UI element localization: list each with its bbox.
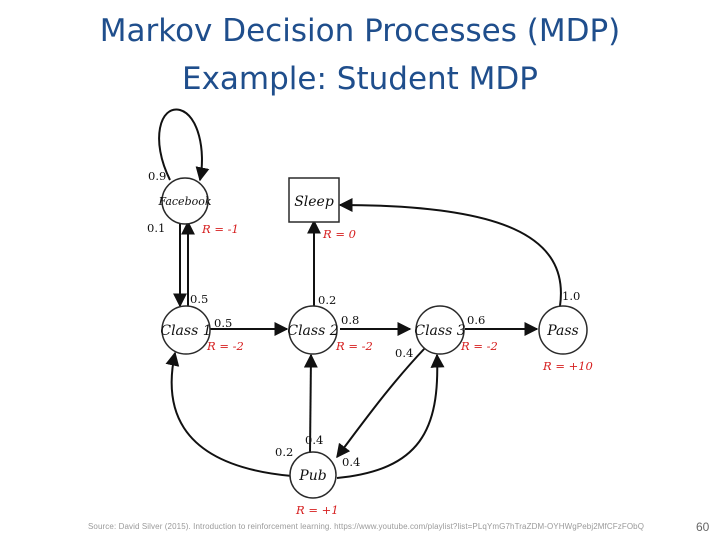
prob-class1-to-facebook: 0.5 [190,292,208,306]
node-pass [538,305,588,355]
prob-class3-to-pub: 0.4 [395,346,413,360]
node-class3-label: Class 3 [414,323,465,339]
node-class1-label: Class 1 [160,323,211,339]
prob-pub-to-class2: 0.4 [305,433,323,447]
edge-pass-to-sleep [338,198,562,307]
reward-class3: R = -2 [460,339,498,353]
page-number: 60 [696,520,710,534]
prob-pub-to-class1: 0.2 [275,445,293,459]
edge-pub-to-class2 [303,353,318,454]
edge-class3-to-pub [336,347,426,459]
node-class1 [161,305,211,355]
prob-class2-to-sleep: 0.2 [318,293,336,307]
prob-pub-to-class3: 0.4 [342,455,360,469]
node-sleep-label: Sleep [294,194,334,210]
reward-pass: R = +10 [542,359,593,373]
reward-sleep: R = 0 [322,227,356,241]
node-pass-label: Pass [546,323,579,339]
prob-class3-to-pass: 0.6 [467,313,485,327]
node-pub-label: Pub [298,468,326,484]
prob-class2-to-class3: 0.8 [341,313,359,327]
page-subtitle: Example: Student MDP [182,61,538,97]
prob-facebook-to-class1: 0.1 [147,221,165,235]
node-class2-label: Class 2 [287,323,338,339]
node-facebook-label: Facebook [157,195,211,208]
node-class3 [415,305,465,355]
prob-class1-to-class2: 0.5 [214,316,232,330]
node-facebook [161,177,209,225]
prob-facebook-self: 0.9 [148,169,166,183]
edge-facebook-self [158,108,210,182]
edge-pub-to-class3 [336,353,445,479]
reward-class1: R = -2 [206,339,244,353]
node-sleep [288,177,340,223]
node-pub [289,451,337,499]
source-citation: Source: David Silver (2015). Introductio… [88,522,645,531]
node-class2 [288,305,338,355]
reward-pub: R = +1 [295,503,339,517]
prob-pass-to-sleep: 1.0 [562,289,580,303]
reward-class2: R = -2 [335,339,373,353]
edge-pub-to-class1 [165,351,293,477]
reward-facebook: R = -1 [201,222,239,236]
page-title: Markov Decision Processes (MDP) [99,13,621,49]
